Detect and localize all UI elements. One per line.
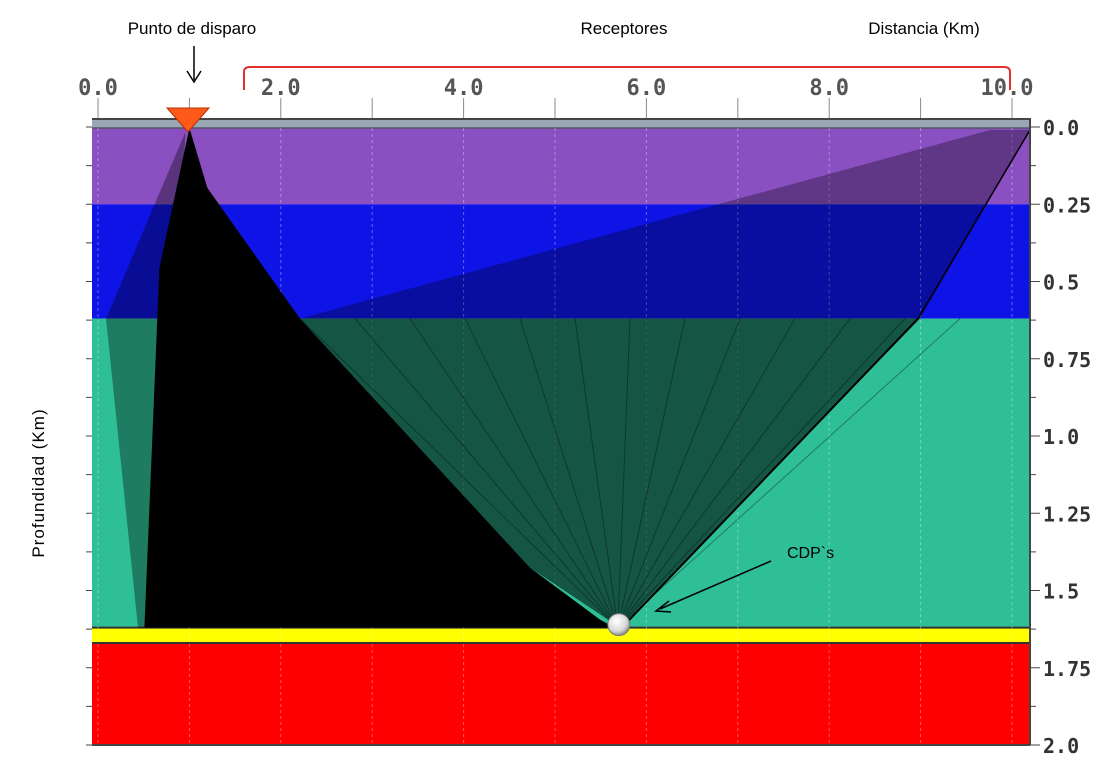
ray-line — [464, 318, 619, 628]
ray-line — [617, 318, 686, 628]
y-tick-label: 1.25 — [1043, 502, 1091, 526]
surface-strip — [92, 118, 1030, 128]
shot-point-label: Punto de disparo — [128, 19, 257, 38]
shot-point-arrow — [186, 46, 202, 84]
receivers-bracket — [243, 66, 1011, 90]
ray-edge-top — [917, 129, 1031, 319]
y-tick-label: 1.0 — [1043, 425, 1079, 449]
yellow-reflector — [92, 627, 1030, 644]
ray-line — [519, 318, 619, 628]
x-tick-label: 4.0 — [444, 76, 484, 101]
x-tick-label: 8.0 — [809, 76, 849, 101]
cdp-point — [607, 613, 631, 637]
red-layer — [92, 643, 1030, 745]
y-tick-label: 1.5 — [1043, 580, 1079, 604]
ray-edge-right — [621, 317, 919, 629]
ray-line — [574, 318, 619, 628]
cdp-arrow — [653, 560, 772, 613]
ray-fan-down — [144, 128, 615, 628]
ray-line — [299, 318, 619, 628]
ray-fan-up-shallow — [300, 130, 1030, 319]
x-tick-labels: 0.0 2.0 4.0 6.0 8.0 10.0 — [78, 76, 1033, 101]
axes — [86, 98, 1040, 746]
ray-line — [354, 318, 619, 628]
ray-paths — [106, 128, 1031, 629]
ray-fan-left — [106, 132, 186, 628]
y-tick-label: 0.0 — [1043, 116, 1079, 140]
ray-line — [617, 318, 961, 628]
x-tick-label: 10.0 — [981, 76, 1034, 101]
x-tick-label: 0.0 — [78, 76, 118, 101]
distance-label: Distancia (Km) — [868, 19, 979, 38]
ray-line — [617, 318, 906, 628]
x-tick-label: 2.0 — [261, 76, 301, 101]
receivers-label: Receptores — [581, 19, 668, 38]
y-tick-label: 2.0 — [1043, 734, 1079, 758]
ray-line — [617, 318, 851, 628]
ray-fan-up-green — [300, 318, 920, 628]
ray-line — [617, 318, 741, 628]
purple-layer — [92, 127, 1030, 205]
y-tick-label: 1.75 — [1043, 657, 1091, 681]
cdp-label: CDP`s — [787, 545, 834, 562]
depth-axis-label: Profundidad (Km) — [29, 408, 48, 557]
shot-point-marker — [165, 107, 211, 133]
y-tick-labels: 0.0 0.25 0.5 0.75 1.0 1.25 1.5 1.75 2.0 — [1043, 116, 1091, 758]
ray-line — [617, 318, 796, 628]
x-tick-label: 6.0 — [627, 76, 667, 101]
ray-line — [617, 318, 631, 628]
ray-line — [409, 318, 619, 628]
y-tick-label: 0.25 — [1043, 193, 1091, 217]
y-tick-label: 0.75 — [1043, 348, 1091, 372]
y-tick-label: 0.5 — [1043, 271, 1079, 295]
